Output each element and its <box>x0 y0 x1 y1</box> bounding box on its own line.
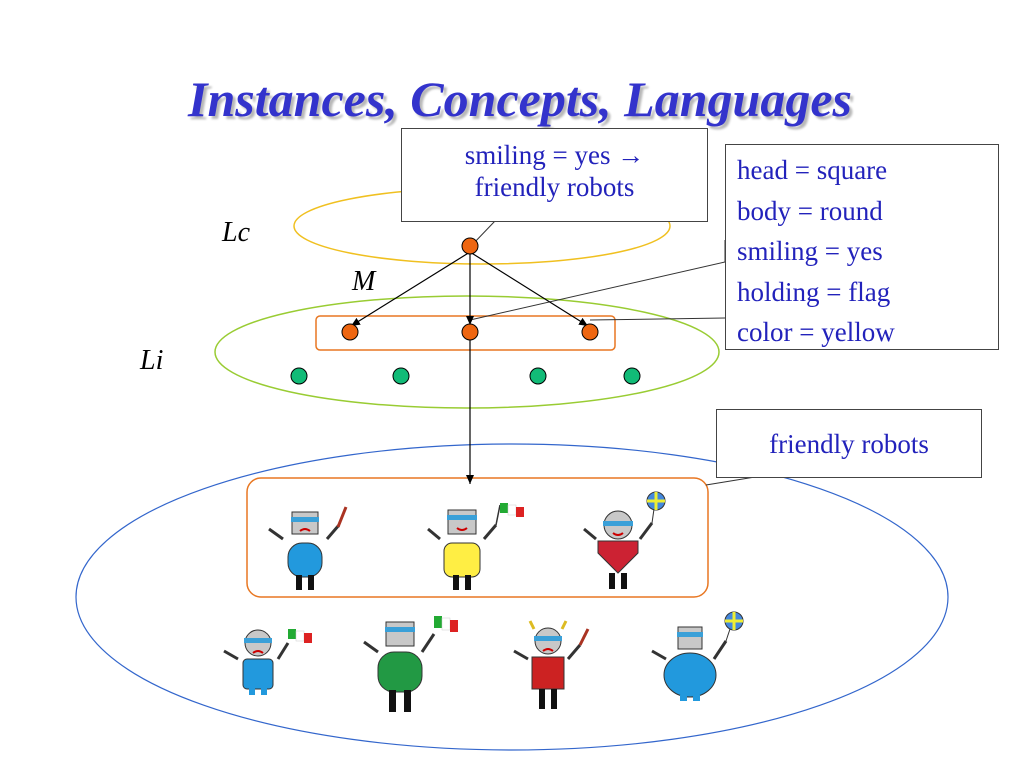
instance-language-ellipse <box>214 295 720 409</box>
robot-blue-square-head-frowning <box>268 506 348 590</box>
robot-small-blue-frowning <box>223 629 312 695</box>
instance-node <box>392 367 410 385</box>
instance-node <box>623 367 641 385</box>
robot-yellow-square-head-smiling <box>427 503 524 590</box>
robot-blue-round-body <box>651 611 744 701</box>
set-callout-pointer <box>705 476 756 486</box>
mapping-arrow-right <box>469 251 589 327</box>
instance-node <box>529 367 547 385</box>
robot-green-square-head <box>363 616 458 712</box>
instance-node-selected <box>341 323 359 341</box>
universe-ellipse <box>75 443 949 751</box>
attributes-callout: head = square body = round smiling = yes… <box>725 144 999 350</box>
attribute-body: body = round <box>737 195 883 226</box>
rule-callout: smiling = yes → friendly robots <box>401 128 708 222</box>
set-name-callout: friendly robots <box>716 409 982 478</box>
instance-language-label: Li <box>140 345 164 376</box>
instance-node-selected <box>581 323 599 341</box>
rule-callout-line1: smiling = yes → <box>464 140 645 170</box>
selected-robots-box <box>246 477 709 598</box>
instance-node <box>290 367 308 385</box>
attribute-holding: holding = flag <box>737 276 891 307</box>
robot-red-horned-frowning <box>513 620 590 709</box>
attribute-head: head = square <box>737 155 888 185</box>
slide-title: Instances, Concepts, Languages <box>188 71 852 127</box>
selected-instances-box <box>315 315 616 351</box>
attribute-callout-pointer-2 <box>589 317 726 321</box>
robot-red-round-body-smiling <box>583 491 666 589</box>
rule-callout-line2: friendly robots <box>474 172 635 203</box>
concept-node <box>461 237 479 255</box>
attribute-callout-pointer-1 <box>469 240 726 321</box>
mapping-arrow-left <box>350 251 471 327</box>
attribute-color: color = yellow <box>737 317 895 347</box>
mapping-label: M <box>352 266 376 297</box>
instance-node-selected <box>461 323 479 341</box>
attribute-smiling: smiling = yes <box>737 236 883 266</box>
concept-language-label: Lc <box>222 217 250 248</box>
set-name-text: friendly robots <box>769 429 929 459</box>
